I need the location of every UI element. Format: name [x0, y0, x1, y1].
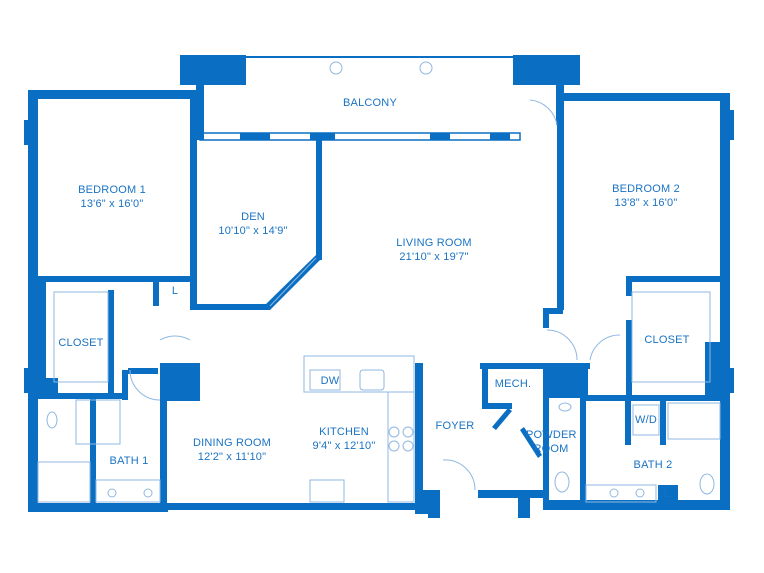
kitchen-label: KITCHEN 9'4" x 12'10" — [313, 425, 376, 453]
bedroom1-label: BEDROOM 1 13'6" x 16'0" — [78, 183, 146, 211]
room-dims: 10'10" x 14'9" — [218, 225, 288, 237]
living-room-label: LIVING ROOM 21'10" x 19'7" — [396, 236, 472, 264]
den-label: DEN 10'10" x 14'9" — [218, 210, 287, 238]
bedroom2-label: BEDROOM 2 13'8" x 16'0" — [612, 182, 680, 210]
walls — [24, 55, 734, 518]
fixtures — [37, 61, 721, 503]
room-name: KITCHEN — [319, 426, 369, 438]
foyer-label: FOYER — [435, 420, 475, 432]
room-name: DINING ROOM — [193, 437, 271, 449]
linen2-label: L — [663, 488, 671, 500]
bath2-label: BATH 2 — [633, 459, 673, 471]
room-name: LIVING ROOM — [396, 237, 472, 249]
balcony-label: BALCONY — [343, 97, 397, 109]
bath1-label: BATH 1 — [109, 455, 149, 467]
room-name: DEN — [241, 211, 265, 223]
closet1-label: CLOSET — [58, 337, 104, 349]
dining-room-label: DINING ROOM 12'2" x 11'10" — [193, 436, 271, 464]
room-dims: 13'6" x 16'0" — [80, 198, 144, 210]
dishwasher-label: DW — [320, 375, 340, 387]
room-dims: 21'10" x 19'7" — [399, 251, 469, 263]
washer-dryer-label: W/D — [635, 414, 657, 426]
room-dims: 12'2" x 11'10" — [197, 451, 267, 463]
room-dims: 13'8" x 16'0" — [614, 197, 678, 209]
room-name: BEDROOM 1 — [78, 184, 146, 196]
room-name: BEDROOM 2 — [612, 183, 680, 195]
room-dims: 9'4" x 12'10" — [312, 440, 376, 452]
mech-label: MECH. — [494, 378, 532, 390]
closet2-label: CLOSET — [644, 334, 690, 346]
powder-room-label: POWDER ROOM — [526, 429, 577, 455]
linen1-label: L — [171, 285, 179, 297]
